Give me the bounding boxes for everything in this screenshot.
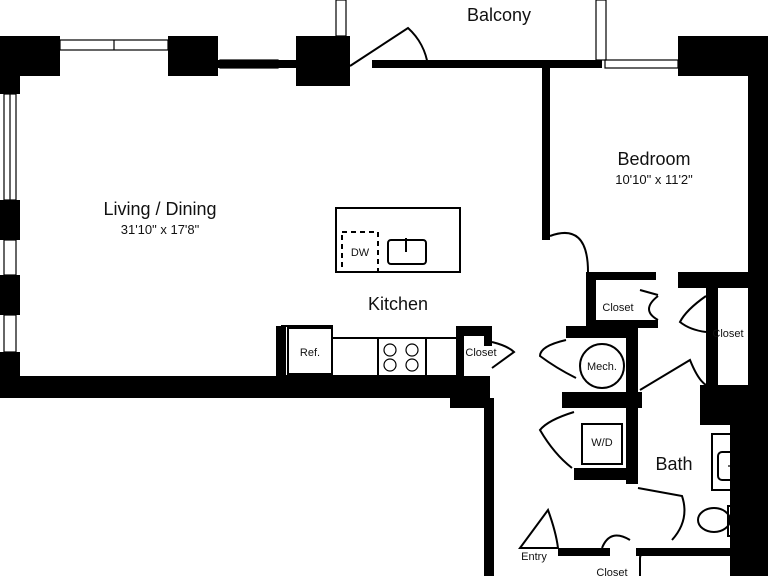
bedroom-label: Bedroom xyxy=(617,149,690,169)
door-swings xyxy=(491,289,707,549)
utility-fixtures xyxy=(579,343,625,465)
hall-closet-label: Closet xyxy=(712,328,743,340)
living-dining-dims: 31'10" x 17'8" xyxy=(121,222,200,237)
entry-label: Entry xyxy=(521,551,547,563)
bath-fixtures xyxy=(639,433,745,576)
exterior-walls xyxy=(0,36,768,576)
living-dining-label: Living / Dining xyxy=(103,199,216,219)
bath-label: Bath xyxy=(655,454,692,474)
dishwasher-label: DW xyxy=(351,247,370,259)
balcony-door xyxy=(349,26,429,67)
kitchen-label: Kitchen xyxy=(368,294,428,314)
balcony-label: Balcony xyxy=(467,5,531,25)
interior-walls xyxy=(484,60,768,576)
kitchen-closet-label: Closet xyxy=(465,347,496,359)
windows xyxy=(3,0,679,353)
kitchen-fixtures xyxy=(276,207,492,378)
bottom-closet-label: Closet xyxy=(596,567,627,576)
mechanical-label: Mech. xyxy=(587,361,617,373)
bedroom-dims: 10'10" x 11'2" xyxy=(615,172,693,187)
washer-dryer-label: W/D xyxy=(591,437,612,449)
bedroom-closet-label: Closet xyxy=(602,302,633,314)
refrigerator-label: Ref. xyxy=(300,347,320,359)
